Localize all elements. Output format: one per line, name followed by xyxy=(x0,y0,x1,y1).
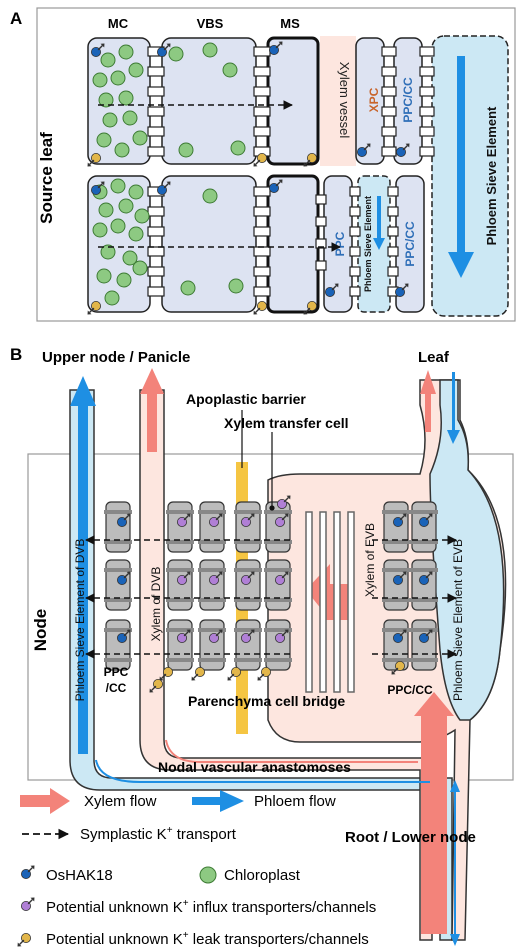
xylem-flow-root-arrow xyxy=(414,692,454,934)
phloem-flow-arrow-a xyxy=(448,56,474,278)
xylem-transfer-cell-dot xyxy=(269,505,275,511)
svg-text:Symplastic K+ transport: Symplastic K+ transport xyxy=(80,825,237,843)
small-sieve-label: Phloem Sieve Element xyxy=(363,196,373,292)
svg-text:Chloroplast: Chloroplast xyxy=(224,867,301,884)
xylem-flow-up-arrow xyxy=(140,368,164,452)
svg-text:Xylem flow: Xylem flow xyxy=(84,793,157,810)
legend-phloem-flow: Phloem flow xyxy=(192,790,336,812)
legend-oshak18: OsHAK18 xyxy=(21,865,113,884)
svg-text:Phloem flow: Phloem flow xyxy=(254,793,336,810)
source-leaf-label: Source leaf xyxy=(37,132,56,224)
root-lower-node-label: Root / Lower node xyxy=(345,829,476,846)
phloem-flow-root-arrow xyxy=(450,780,460,946)
legend-xylem-flow: Xylem flow xyxy=(20,788,157,814)
xylem-flow-leaf-arrow xyxy=(420,370,436,432)
apoplastic-barrier-label: Apoplastic barrier xyxy=(186,391,306,407)
ppc-cc-top-label: PPC/CC xyxy=(401,77,415,123)
xylem-vessel-label: Xylem vessel xyxy=(337,62,352,139)
ppc-cc-cell-top xyxy=(393,37,423,165)
legend-influx: Potential unknown K+ influx transporters… xyxy=(21,897,376,916)
xylem-vessel-area xyxy=(320,36,356,166)
ppc-cc-cell-bottom xyxy=(395,175,425,313)
transporters-b xyxy=(117,495,433,693)
ppc-cc-left-label-1: PPC xyxy=(104,665,129,679)
anastomosis-xylem-line xyxy=(165,739,418,763)
phloem-flow-leaf-arrow xyxy=(447,372,460,444)
small-sieve-element xyxy=(357,175,391,313)
svg-text:Potential unknown K+ leak tran: Potential unknown K+ leak transporters/c… xyxy=(46,930,369,948)
mc-label: MC xyxy=(108,16,129,31)
ppc-label: PPC xyxy=(333,231,347,256)
phloem-flow-arrow-a-small xyxy=(373,196,385,250)
vbs-label: VBS xyxy=(197,16,224,31)
panel-a: A Source leaf MC VBS MS Xylem vessel XPC… xyxy=(10,7,516,322)
plasmodesmata-a xyxy=(147,46,435,297)
evb-sieve-label: Phloem Sieve Element of EVB xyxy=(451,539,465,701)
big-sieve-element xyxy=(431,35,509,317)
legend: Xylem flow Phloem flow Symplastic K+ tra… xyxy=(17,788,376,948)
panel-a-letter: A xyxy=(10,9,22,28)
dvb-sieve-label: Phloem Sieve Element of DVB xyxy=(73,539,87,702)
evb-xylem-label: Xylem of EVB xyxy=(363,523,377,597)
node-label: Node xyxy=(31,609,50,652)
xpc-label: XPC xyxy=(367,87,381,112)
symplastic-arrows-b xyxy=(85,535,457,659)
svg-text:OsHAK18: OsHAK18 xyxy=(46,867,113,884)
legend-leak: Potential unknown K+ leak transporters/c… xyxy=(17,930,369,948)
evb-xylem-vessels xyxy=(305,511,355,693)
phloem-flow-up-arrow xyxy=(70,376,96,754)
transporters-a xyxy=(87,41,410,315)
ppc-cc-left-label-2: /CC xyxy=(106,681,127,695)
panel-b-letter: B xyxy=(10,345,22,364)
ppc-cc-right-label: PPC/CC xyxy=(387,683,433,697)
ms-cell-bottom xyxy=(266,174,320,314)
vbs-cell-bottom xyxy=(161,175,257,313)
upper-node-label: Upper node / Panicle xyxy=(42,349,190,366)
xpc-cell xyxy=(355,37,385,165)
xylem-transfer-cell-label: Xylem transfer cell xyxy=(224,415,349,431)
ms-cell-top xyxy=(266,36,320,166)
ppc-cc-bottom-label: PPC/CC xyxy=(403,221,417,267)
dvb-xylem-label: Xylem of DVB xyxy=(149,567,163,642)
panel-b: B Upper node / Panicle Leaf Node xyxy=(10,345,514,946)
dvb-xylem-tube xyxy=(139,389,433,941)
svg-text:Potential unknown K+ influx tr: Potential unknown K+ influx transporters… xyxy=(46,898,376,916)
evb-phloem-area xyxy=(429,379,505,721)
legend-symplastic: Symplastic K+ transport xyxy=(22,825,237,843)
nodal-anastomoses-label: Nodal vascular anastomoses xyxy=(158,759,351,775)
ms-label: MS xyxy=(280,16,300,31)
legend-chloroplast: Chloroplast xyxy=(199,866,301,884)
big-sieve-label: Phloem Sieve Element xyxy=(484,106,499,245)
anastomosis-phloem-line xyxy=(95,759,430,783)
parenchyma-bridge-label: Parenchyma cell bridge xyxy=(188,693,345,709)
leaf-label: Leaf xyxy=(418,349,450,366)
